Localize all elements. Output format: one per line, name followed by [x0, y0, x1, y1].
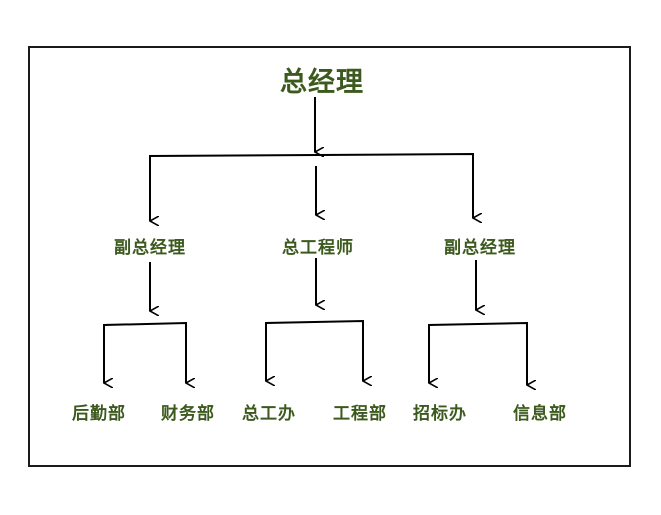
branch1-bus: [103, 321, 187, 382]
top-bus: [149, 152, 473, 220]
leaf-node-chief-eng-office: 总工办: [242, 404, 296, 424]
root-node-general-manager: 总经理: [280, 67, 364, 98]
leaf-node-finance: 财务部: [161, 404, 215, 424]
branch3-bus: [428, 321, 528, 384]
leaf-node-logistics: 后勤部: [72, 404, 126, 424]
branch2-bus: [265, 319, 364, 380]
leaf-node-bidding-office: 招标办: [413, 404, 467, 424]
mid-node-chief-engineer: 总工程师: [282, 238, 354, 258]
mid-node-deputy-gm-2: 副总经理: [444, 238, 516, 258]
leaf-node-engineering: 工程部: [333, 404, 387, 424]
diagram-frame: [28, 46, 631, 467]
mid-node-deputy-gm-1: 副总经理: [114, 238, 186, 258]
leaf-node-information: 信息部: [513, 404, 567, 424]
